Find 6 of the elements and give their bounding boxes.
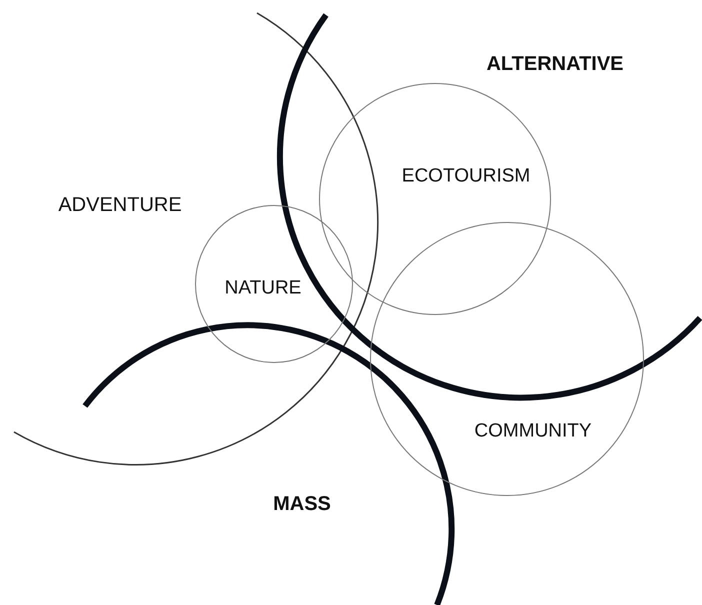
region-label: ADVENTURE — [58, 195, 182, 215]
region-label: MASS — [273, 494, 331, 514]
circle-label: COMMUNITY — [474, 422, 592, 440]
circle-label: NATURE — [224, 278, 302, 298]
region-label: ALTERNATIVE — [486, 54, 624, 74]
circle-label: ECOTOURISM — [402, 166, 530, 186]
